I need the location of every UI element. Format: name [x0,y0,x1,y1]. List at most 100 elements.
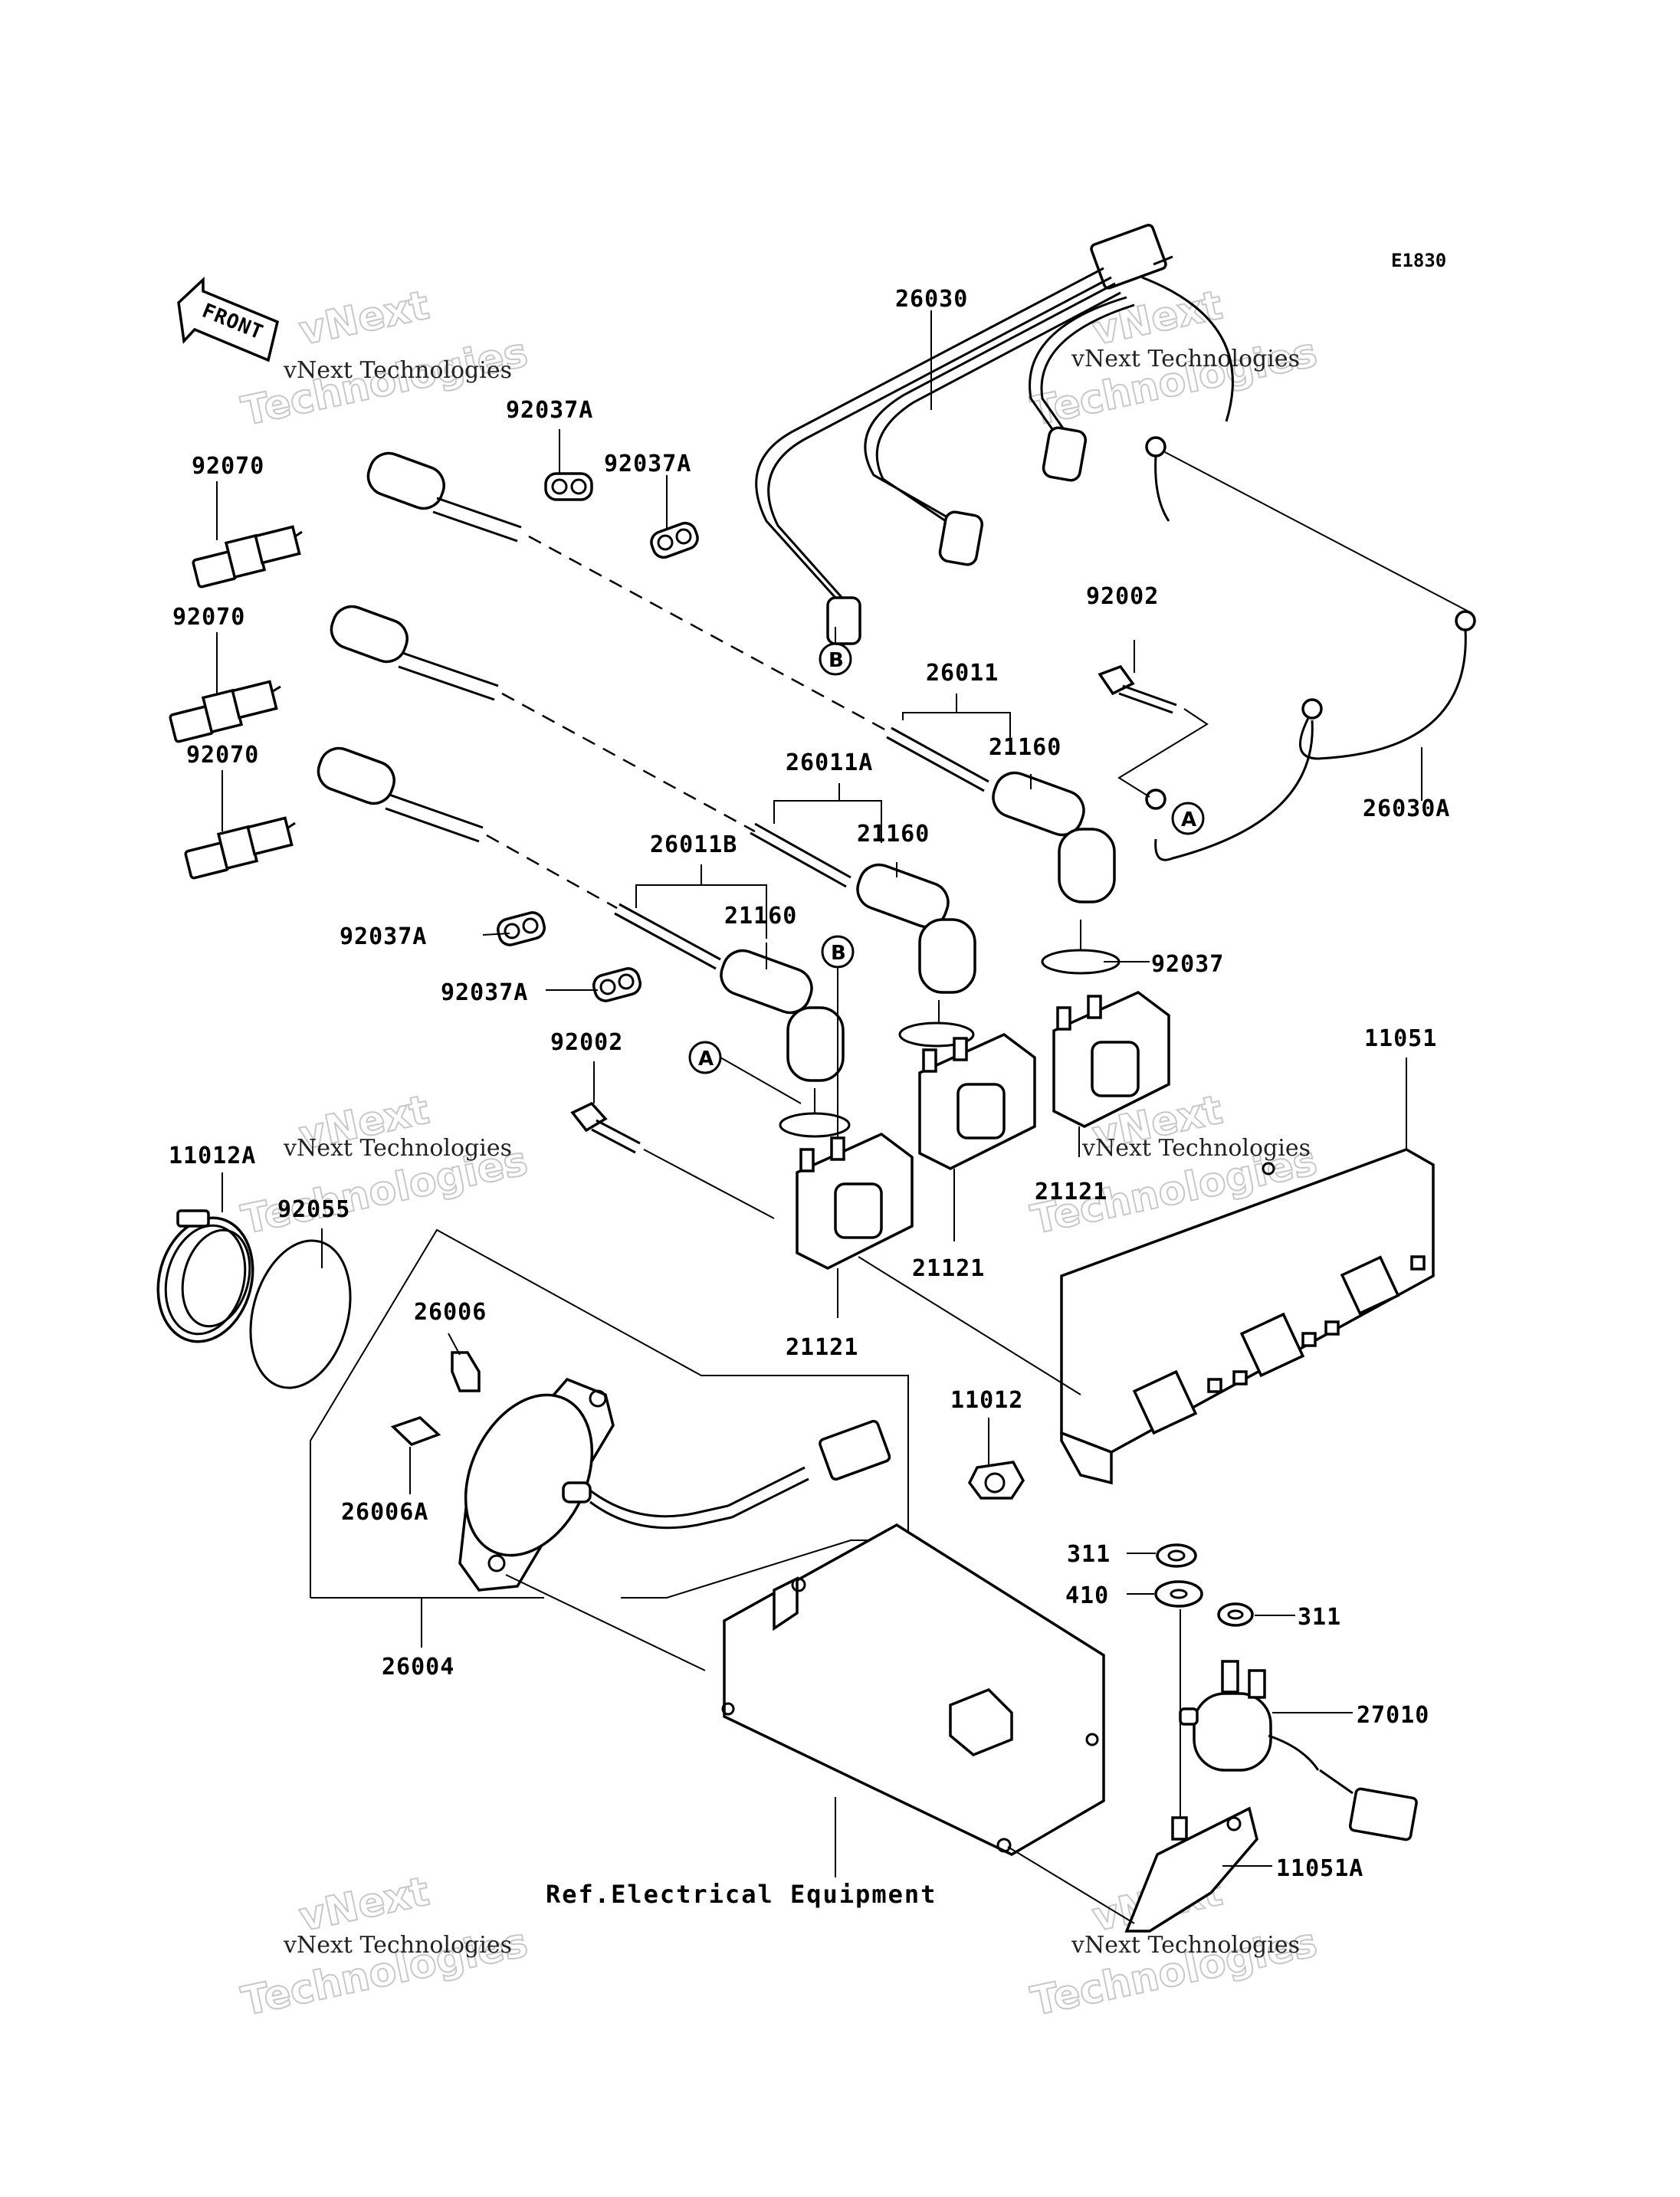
nut-311-2-icon [1217,1602,1254,1627]
svg-text:vNext Technologies: vNext Technologies [1071,1932,1300,1959]
part-label-11051A[interactable]: 11051A [1276,1855,1363,1882]
ignition-coil-21121-3-icon [1052,990,1170,1128]
leader-a-mid [720,1057,802,1104]
svg-text:vNext Technologies: vNext Technologies [283,1932,512,1959]
part-label-26006[interactable]: 26006 [414,1299,487,1326]
reference-note: Ref.Electrical Equipment [546,1880,937,1909]
part-label-92002-left[interactable]: 92002 [550,1029,623,1056]
part-label-21160-3[interactable]: 21160 [724,903,797,930]
diagram-code: E1830 [1391,250,1446,271]
bracket-26011A [773,800,882,843]
wire-clip-92037A-1-icon [544,472,593,501]
spark-plug-1-icon [192,525,303,589]
electrical-equipment-box-icon [721,1523,1105,1856]
part-label-21121-1[interactable]: 21121 [786,1334,858,1361]
svg-text:vNext Technologies: vNext Technologies [1081,1135,1311,1162]
part-label-92037A-2[interactable]: 92037A [604,451,691,477]
svg-text:vNext: vNext [1088,282,1226,354]
coil-bracket-11051-icon [1060,1148,1435,1485]
svg-text:vNext Technologies: vNext Technologies [283,1135,512,1162]
plug-cap-middle-icon [330,605,499,701]
part-label-21160-2[interactable]: 21160 [857,821,930,848]
part-label-26030[interactable]: 26030 [895,286,968,313]
part-label-11051[interactable]: 11051 [1364,1025,1437,1052]
part-label-92037A-3[interactable]: 92037A [340,923,427,950]
link-92002-A-top [1117,708,1209,798]
svg-text:vNext Technologies: vNext Technologies [1071,346,1300,372]
ht-lead-26011A-icon [750,822,851,888]
part-label-92037A-1[interactable]: 92037A [506,397,593,424]
nut-311-1-icon [1156,1543,1197,1568]
main-harness-26030-icon [755,224,1234,645]
part-label-26004[interactable]: 26004 [382,1654,454,1681]
part-label-311-2[interactable]: 311 [1298,1604,1341,1631]
part-label-92037A-4[interactable]: 92037A [441,979,528,1006]
connector-a-top-label: A [1181,808,1196,831]
routing-dashed-line-2 [501,692,756,833]
svg-text:vNext: vNext [295,282,433,354]
ignition-coil-21121-1-icon [796,1132,914,1270]
leader-92037A-3 [482,933,510,936]
watermark-top-left: vNext Technologies vNext Technologies [237,281,532,435]
connector-b-top-label: B [829,649,844,672]
part-label-92055[interactable]: 92055 [277,1196,350,1223]
bolt-92002-top-icon [1098,664,1177,714]
connector-b-mid-label: B [831,942,846,965]
clamp-92037-2-icon [898,1021,975,1048]
part-label-26011[interactable]: 26011 [926,660,999,687]
fuse-26006-icon [451,1351,481,1392]
part-label-92070-3[interactable]: 92070 [186,742,259,769]
bolt-92002-left-icon [570,1101,641,1154]
part-label-27010[interactable]: 27010 [1357,1702,1429,1729]
washer-410-icon [1154,1580,1203,1608]
svg-text:vNext: vNext [295,1868,433,1940]
wire-clip-92037A-2-icon [650,521,699,559]
cap-ring-11012A-icon [156,1209,254,1343]
part-label-92070-2[interactable]: 92070 [172,604,245,631]
o-ring-92055-icon [249,1239,352,1389]
coil-cap-21160-1-icon [992,771,1116,903]
leader-26006 [448,1333,461,1356]
part-label-21121-3[interactable]: 21121 [1035,1179,1107,1205]
ignitor-base-plate-icon [458,1377,891,1592]
clamp-92037-3-icon [779,1112,851,1138]
ht-lead-26011-icon [886,726,989,792]
watermark-top-right: vNext Technologies vNext Technologies [1026,281,1321,435]
part-label-92037[interactable]: 92037 [1151,951,1224,978]
part-label-26006A[interactable]: 26006A [341,1499,428,1526]
wire-clip-92037A-4-icon [592,967,641,1002]
part-label-26030A[interactable]: 26030A [1363,795,1450,822]
starter-relay-27010-icon [1179,1660,1418,1841]
part-label-26011B[interactable]: 26011B [650,831,737,858]
ground-harness-26030A-icon [1145,610,1476,861]
link-bolt-coil [643,1149,775,1219]
part-label-11012A[interactable]: 11012A [169,1143,256,1169]
part-label-92002-top[interactable]: 92002 [1086,583,1159,610]
part-label-21121-2[interactable]: 21121 [912,1255,985,1282]
part-label-92070-1[interactable]: 92070 [192,453,264,480]
svg-text:vNext Technologies: vNext Technologies [283,357,512,384]
link-box-plate [505,1574,706,1671]
plug-cap-top-icon [366,451,522,543]
part-label-26011A[interactable]: 26011A [786,749,873,776]
ground-wire-26030-icon [1145,436,1472,614]
link-box-bracket [1007,1846,1135,1924]
fuse-26006A-icon [390,1416,441,1447]
front-arrow-icon: FRONT [177,276,280,362]
watermark-bottom-left: vNext Technologies vNext Technologies [237,1867,532,2025]
routing-dashed-line-3 [486,834,618,910]
ignition-coil-21121-2-icon [918,1032,1036,1170]
part-label-21160-1[interactable]: 21160 [989,734,1061,761]
coil-cap-21160-3-icon [720,949,845,1082]
part-label-410[interactable]: 410 [1065,1582,1109,1609]
part-label-11012[interactable]: 11012 [950,1387,1023,1414]
ht-lead-26011B-icon [614,903,721,970]
part-label-311-1[interactable]: 311 [1067,1541,1111,1568]
connector-a-top [1171,802,1205,835]
plug-cap-bottom-icon [317,746,484,843]
bulb-11012-icon [967,1461,1025,1500]
spark-plug-2-icon [169,680,281,743]
connector-a-mid-label: A [698,1048,714,1071]
coil-cap-21160-2-icon [856,863,976,994]
